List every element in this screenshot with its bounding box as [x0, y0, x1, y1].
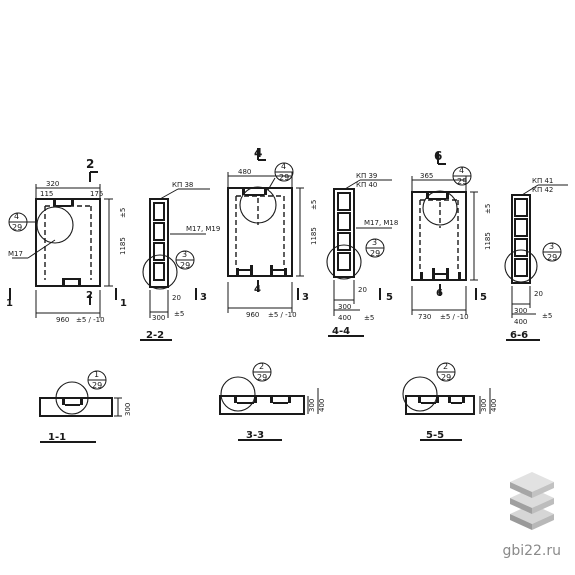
sec11-dim: 300	[124, 403, 132, 416]
section44-dim-side: 20	[358, 286, 367, 294]
sec55-callout-sheet: 29	[441, 373, 451, 382]
panel3-dim-width: 730	[418, 313, 431, 321]
section44-callout-num: 3	[372, 238, 377, 247]
sec33-dim-a: 300	[308, 399, 316, 412]
section44-dim-tol: ±5	[364, 314, 374, 322]
sec33-callout-num: 2	[259, 362, 264, 371]
panel1-callout-sheet: 29	[12, 223, 22, 232]
section66-callout-num: 3	[549, 242, 554, 251]
panel2-section-mark-bottom: 4	[254, 284, 261, 295]
sec33-dim-b: 400	[318, 399, 326, 412]
sec55-callout-num: 2	[443, 362, 448, 371]
panel3-callout-num: 4	[459, 166, 464, 175]
panel2-dim-tol: ±5	[310, 200, 318, 210]
section44-dim-bottom-a: 300	[338, 303, 351, 311]
section44-label-b: КП 40	[356, 181, 377, 189]
section44-callout-sheet: 29	[370, 249, 380, 258]
section66-callout-sheet: 29	[547, 253, 557, 262]
section22-label-top: КП 38	[172, 181, 193, 189]
sec11-callout-sheet: 29	[92, 381, 102, 390]
section22-leader-label: М17, М19	[186, 225, 220, 233]
panel1-dim-tol: ±5	[119, 208, 127, 218]
panel1-section-mark-bottom: 2	[86, 290, 93, 301]
panel1-dim-height: 1185	[119, 237, 127, 255]
section44-dim-bottom-b: 400	[338, 314, 351, 322]
section22-dim-side: 20	[172, 294, 181, 302]
panel1-dim-width-tol: ±5 / -10	[76, 316, 105, 324]
panel3-side-mark: 5	[480, 292, 487, 303]
panel-3	[411, 152, 478, 315]
section22-callout-sheet: 29	[180, 261, 190, 270]
section66-label-b: КП 42	[532, 186, 553, 194]
panel-2	[227, 148, 304, 313]
panel3-dim-top: 365	[420, 172, 433, 180]
section66-dim-bottom-a: 300	[514, 307, 527, 315]
panel2-side-mark: 3	[302, 292, 309, 303]
section22-side-mark: 3	[200, 292, 207, 303]
sec33-caption: 3-3	[246, 430, 264, 441]
brand-site-text[interactable]: gbi22.ru	[502, 543, 561, 559]
panel1-leader-label: М17	[8, 250, 23, 258]
panel2-callout-sheet: 29	[279, 173, 289, 182]
panel1-dim-top: 320	[46, 180, 59, 188]
panel3-dim-width-tol: ±5 / -10	[440, 313, 469, 321]
section66-dim-side: 20	[534, 290, 543, 298]
section44-label-a: КП 39	[356, 172, 377, 180]
panel2-dim-width-tol: ±5 / -10	[268, 311, 297, 319]
panel3-callout-sheet: 29	[457, 177, 467, 186]
sec11-callout-num: 1	[94, 370, 99, 379]
section-5-5	[402, 362, 491, 441]
panel1-callout-num: 4	[14, 212, 19, 221]
section66-dim-tol: ±5	[542, 312, 552, 320]
panel1-section-mark: 2	[86, 157, 94, 171]
panel-1	[8, 171, 117, 318]
panel1-side-mark-left: 1	[6, 298, 13, 309]
sec55-caption: 5-5	[426, 430, 444, 441]
panel1-side-mark-right: 1	[120, 298, 127, 309]
panel2-section-mark: 4	[254, 146, 262, 160]
section-4-4	[326, 179, 392, 337]
panel2-dim-height: 1185	[310, 227, 318, 245]
panel3-dim-tol: ±5	[484, 204, 492, 214]
sec33-callout-sheet: 29	[257, 373, 267, 382]
sec11-caption: 1-1	[48, 432, 66, 443]
panel2-callout-num: 4	[281, 162, 286, 171]
panel2-dim-width: 960	[246, 311, 259, 319]
panel3-dim-height: 1185	[484, 232, 492, 250]
panel1-dim-small-a: 115	[40, 190, 53, 198]
section44-leader-label: М17, М18	[364, 219, 398, 227]
section-1-1	[39, 370, 122, 443]
section66-caption: 6-6	[510, 330, 528, 341]
sec55-dim-a: 300	[480, 399, 488, 412]
section22-dim-tol: ±5	[174, 310, 184, 318]
panel3-section-mark: 6	[434, 149, 442, 163]
section44-side-mark: 5	[386, 292, 393, 303]
sec55-dim-b: 400	[490, 399, 498, 412]
section44-caption: 4-4	[332, 326, 350, 337]
panel1-dim-width: 960	[56, 316, 69, 324]
panel2-dim-top: 480	[238, 168, 251, 176]
panel3-section-mark-bottom: 6	[436, 288, 443, 299]
section66-label-a: КП 41	[532, 177, 553, 185]
section22-caption: 2-2	[146, 330, 164, 341]
section-2-2	[140, 188, 210, 341]
section66-dim-bottom-b: 400	[514, 318, 527, 326]
section-3-3	[219, 362, 319, 441]
brand-logo-icon	[510, 472, 554, 530]
section-6-6	[504, 184, 568, 341]
panel1-dim-small-b: 175	[90, 190, 103, 198]
section22-callout-num: 3	[182, 250, 187, 259]
section22-dim-bottom: 300	[152, 314, 165, 322]
